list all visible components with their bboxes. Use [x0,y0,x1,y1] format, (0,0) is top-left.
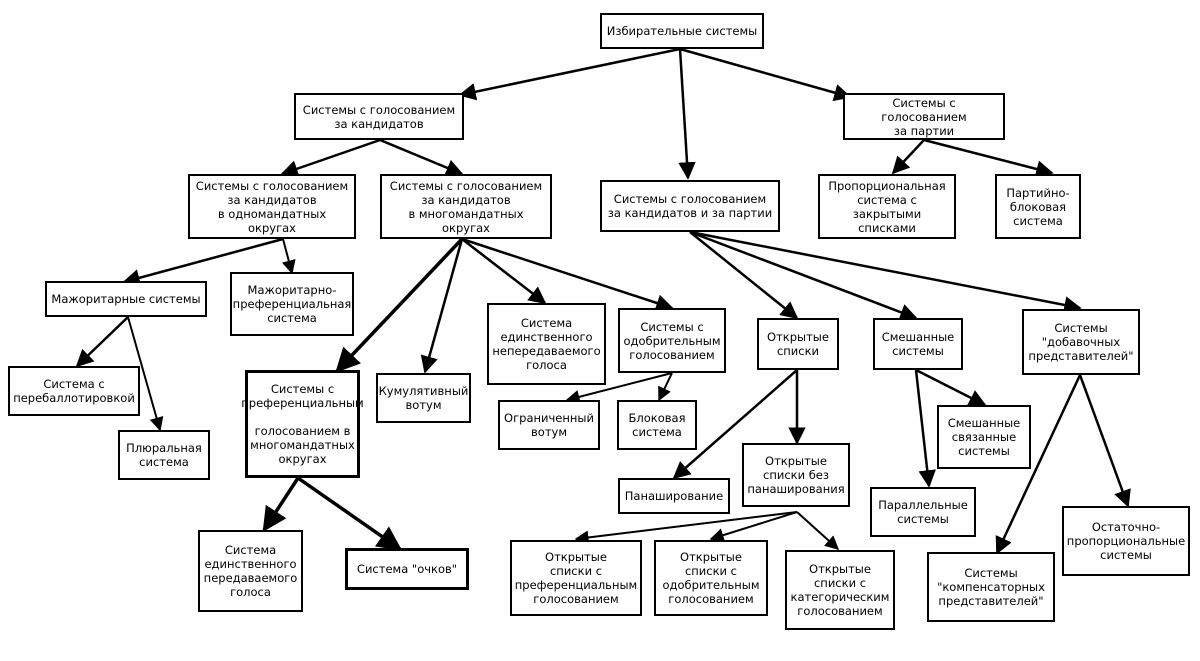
connector-arrow-20 [262,477,300,533]
connector-arrow-27 [1078,374,1131,508]
node-party-block: Партийно- блоковая система [995,174,1081,239]
connector-arrow-11 [335,237,464,373]
node-mixed-linked: Смешанные связанные системы [937,405,1031,469]
connector-arrow-2 [678,48,696,180]
node-panachage: Панаширование [618,478,730,514]
node-open-lists-categorical: Открытые списки с категорическим голосов… [785,550,895,630]
connector-arrow-21 [297,476,403,551]
node-compensatory-representatives: Системы "компенсаторных представителей" [927,552,1055,622]
node-candidate-and-party: Системы с голосованием за кандидатов и з… [600,180,780,232]
connector-arrow-16 [689,230,918,321]
node-residual-proportional: Остаточно- пропорциональные системы [1062,506,1190,576]
node-preferential-multi-member: Системы с преференциальным голосованием … [241,370,364,478]
node-single-member: Системы с голосованием за кандидатов в о… [188,174,356,239]
connector-arrow-25 [915,368,987,407]
connector-arrow-14 [461,237,674,312]
node-points-system: Система "очков" [345,548,469,590]
connector-arrow-9 [75,316,129,368]
connector-arrow-6 [923,138,1054,178]
node-party-voting: Системы с голосованием за партии [843,93,1005,140]
node-electoral-systems: Избирательные системы [600,13,764,49]
connector-arrow-15 [689,231,799,320]
node-majoritarian-preferential: Мажоритарно- преференциальная система [230,272,354,336]
connector-arrow-30 [796,511,840,550]
connector-arrow-10 [127,316,164,432]
connector-arrow-7 [122,237,284,287]
node-majoritarian: Мажоритарные системы [45,281,207,317]
node-open-lists-preferential: Открытые списки с преференциальным голос… [510,540,642,616]
node-approval-voting: Системы с одобрительным голосованием [618,308,726,373]
connector-arrow-17 [689,230,1082,314]
connector-arrow-3 [280,138,381,178]
connector-arrow-4 [379,138,464,177]
node-cumulative-vote: Кумулятивный вотум [376,373,471,423]
node-candidate-voting: Системы с голосованием за кандидатов [294,93,464,140]
connector-arrow-1 [679,47,852,102]
connector-arrow-24 [914,369,936,488]
node-block-system: Блоковая система [617,400,697,450]
connector-arrow-5 [891,139,925,175]
node-mixed-systems: Смешанные системы [873,318,963,370]
node-additional-representatives: Системы "добавочных представителей" [1022,309,1140,375]
connector-arrow-29 [709,511,798,542]
node-stv: Система единственного передаваемого голо… [198,530,303,612]
node-plurality: Плюральная система [118,430,210,480]
connector-arrow-19 [658,372,673,402]
connector-arrow-22 [672,369,798,480]
connector-arrow-8 [282,238,296,275]
node-parallel-systems: Параллельные системы [870,487,976,537]
connector-arrow-0 [458,47,681,101]
node-proportional-closed-lists: Пропорциональная система с закрытыми спи… [818,174,956,239]
node-open-lists: Открытые списки [757,318,839,370]
node-sntv: Система единственного непередаваемого го… [487,303,606,385]
node-multi-member: Системы с голосованием за кандидатов в м… [380,174,552,239]
connector-arrow-13 [461,238,547,305]
connector-arrow-26 [995,374,1082,555]
node-open-lists-approval: Открытые списки с одобрительным голосова… [654,540,768,616]
node-open-lists-no-panachage: Открытые списки без панаширования [742,443,850,507]
connector-arrow-12 [420,238,464,374]
connector-arrow-18 [565,372,673,404]
node-runoff: Система с перебаллотировкой [8,366,140,416]
connector-arrow-28 [574,511,798,545]
node-limited-vote: Ограниченный вотум [498,400,600,450]
